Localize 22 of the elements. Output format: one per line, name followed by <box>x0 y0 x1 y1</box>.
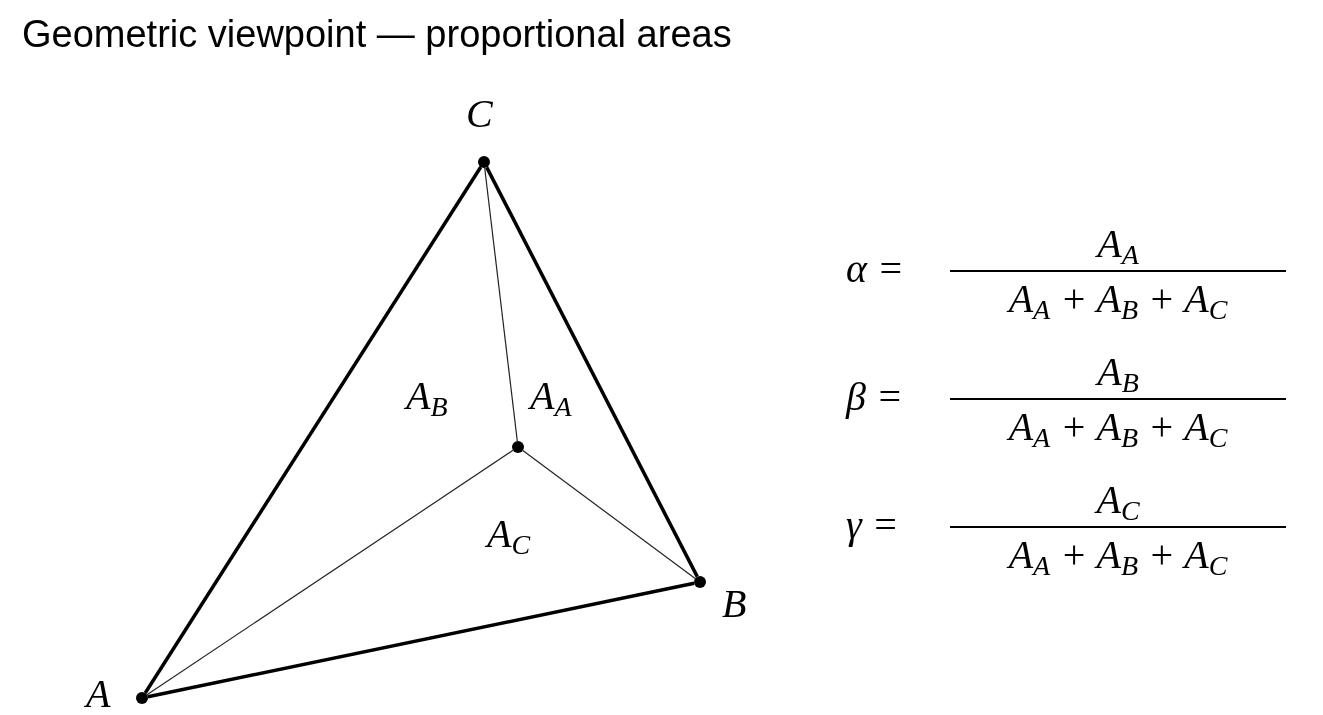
connector-line <box>522 449 696 580</box>
vertex-label: C <box>466 92 493 136</box>
connector-line <box>146 449 514 696</box>
denominator: A$_{A}$ + A$_{B}$ + A$_{C}$ <box>1005 276 1229 322</box>
formula-lhs: γ = <box>846 502 899 548</box>
numerator: A$_{B}$ <box>1094 350 1140 394</box>
vertex-label: A <box>86 672 111 715</box>
triangle-side <box>147 581 695 699</box>
formula-lhs: β = <box>846 374 903 420</box>
triangle-side <box>485 166 699 578</box>
formula-lhs: α = <box>846 246 904 292</box>
title: Geometric viewpoint — proportional areas <box>22 12 732 56</box>
denominator: A$_{A}$ + A$_{B}$ + A$_{C}$ <box>1005 532 1229 578</box>
triangle-side <box>143 166 483 694</box>
area-label: A$_{B}$ <box>406 374 448 418</box>
area-label: A$_{A}$ <box>530 374 572 418</box>
connector-line <box>484 167 518 442</box>
numerator: A$_{C}$ <box>1093 478 1141 522</box>
numerator: A$_{A}$ <box>1094 222 1140 266</box>
vertex-label: B <box>722 582 747 626</box>
area-label: A$_{C}$ <box>487 512 531 556</box>
denominator: A$_{A}$ + A$_{B}$ + A$_{C}$ <box>1005 404 1229 450</box>
